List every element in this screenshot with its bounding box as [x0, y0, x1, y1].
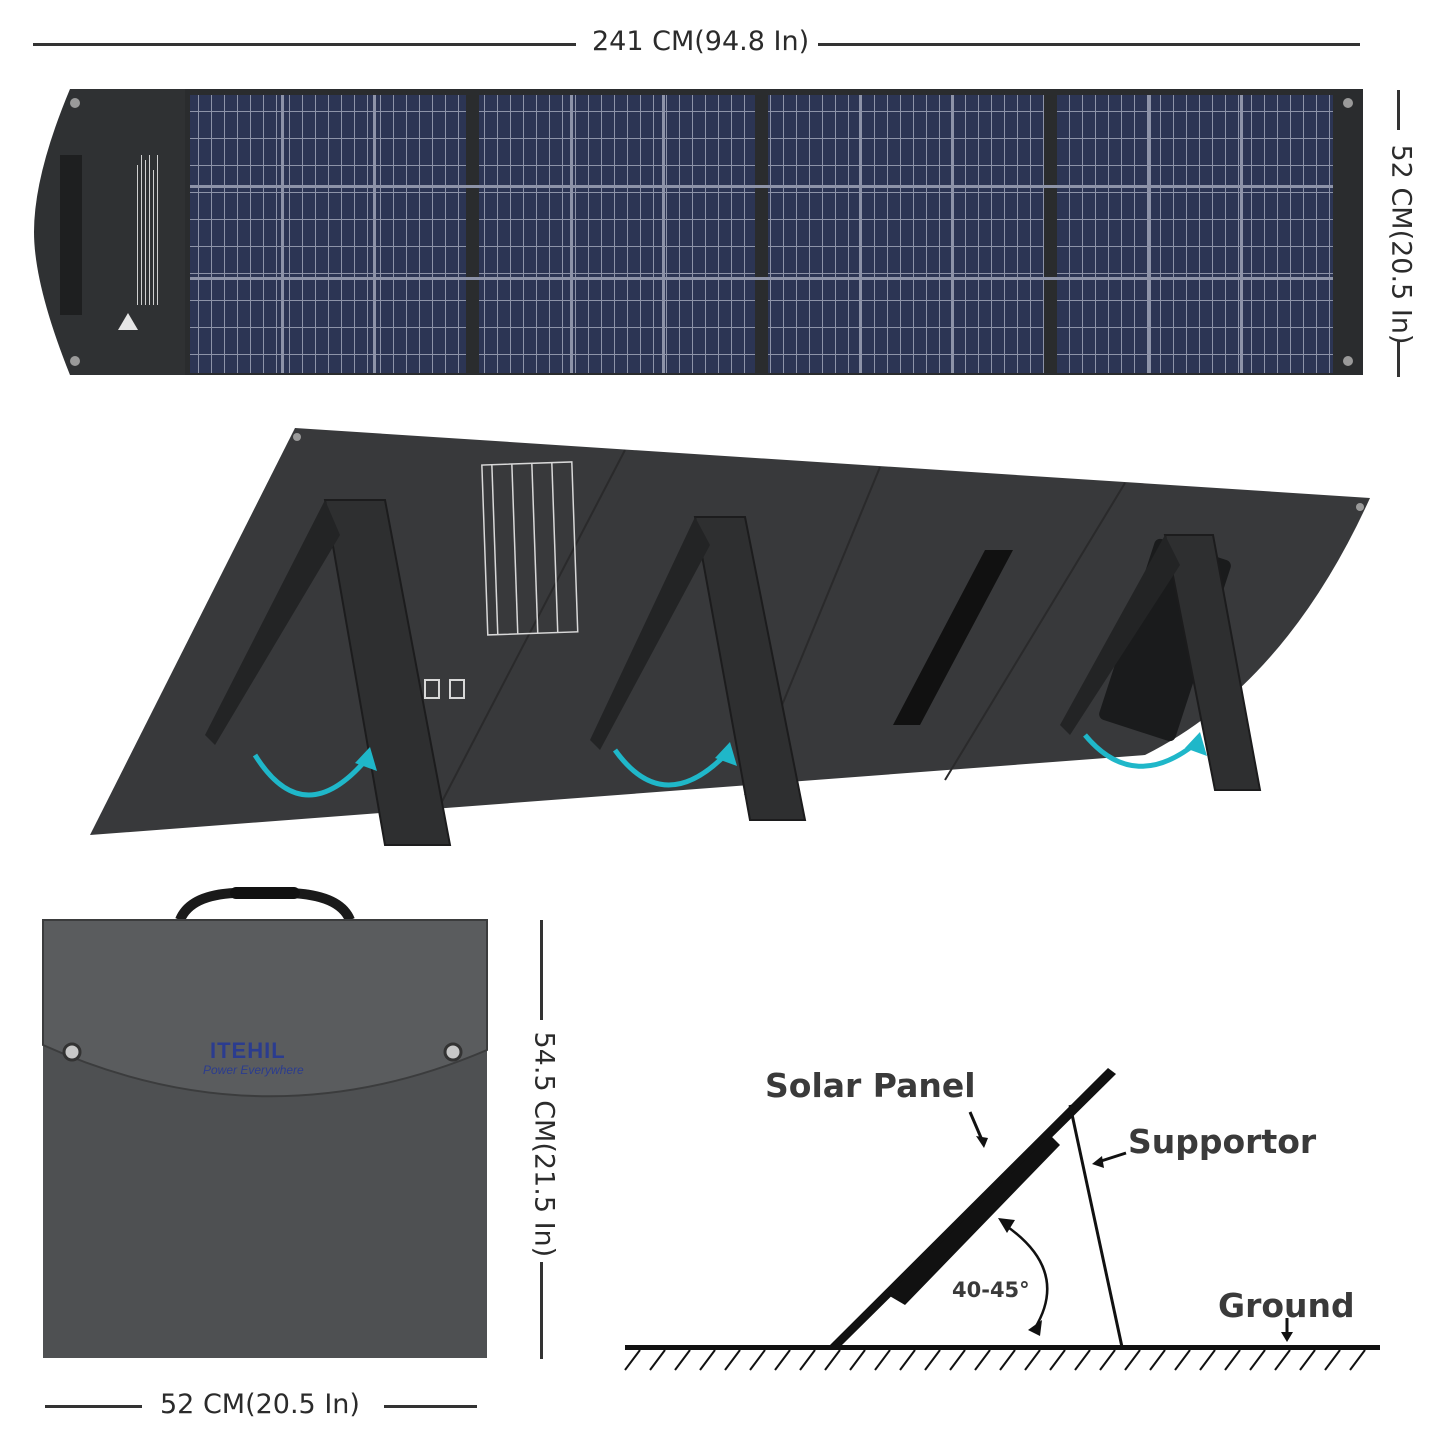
folded-width-line-right: [384, 1405, 477, 1408]
panel-back-with-kickstands: [90, 428, 1370, 846]
width-dimension-line-right: [818, 43, 1360, 46]
folded-height-label: 54.5 CM(21.5 In): [528, 1031, 560, 1258]
folded-height-line-top: [540, 920, 543, 1020]
ground-label: Ground: [1218, 1286, 1355, 1325]
angle-label: 40-45°: [952, 1278, 1030, 1302]
supportor-label: Supportor: [1128, 1122, 1317, 1161]
unfolded-width-label: 241 CM(94.8 In): [592, 26, 810, 57]
bag-brand-logo: ITEHIL: [210, 1038, 286, 1063]
tilt-angle-diagram: [624, 1068, 1380, 1371]
unfolded-solar-panel: [34, 89, 1363, 375]
width-dimension-line-left: [33, 43, 576, 46]
height-dimension-line-bottom: [1397, 340, 1400, 377]
height-dimension-line-top: [1397, 90, 1400, 130]
folded-width-line-left: [45, 1405, 142, 1408]
bag-tagline: Power Everywhere: [203, 1063, 304, 1077]
folded-height-line-bottom: [540, 1262, 543, 1359]
folded-carry-bag: [42, 887, 488, 1358]
unfolded-height-label: 52 CM(20.5 In): [1385, 144, 1417, 345]
solar-panel-label: Solar Panel: [765, 1066, 976, 1105]
folded-width-label: 52 CM(20.5 In): [160, 1389, 360, 1420]
